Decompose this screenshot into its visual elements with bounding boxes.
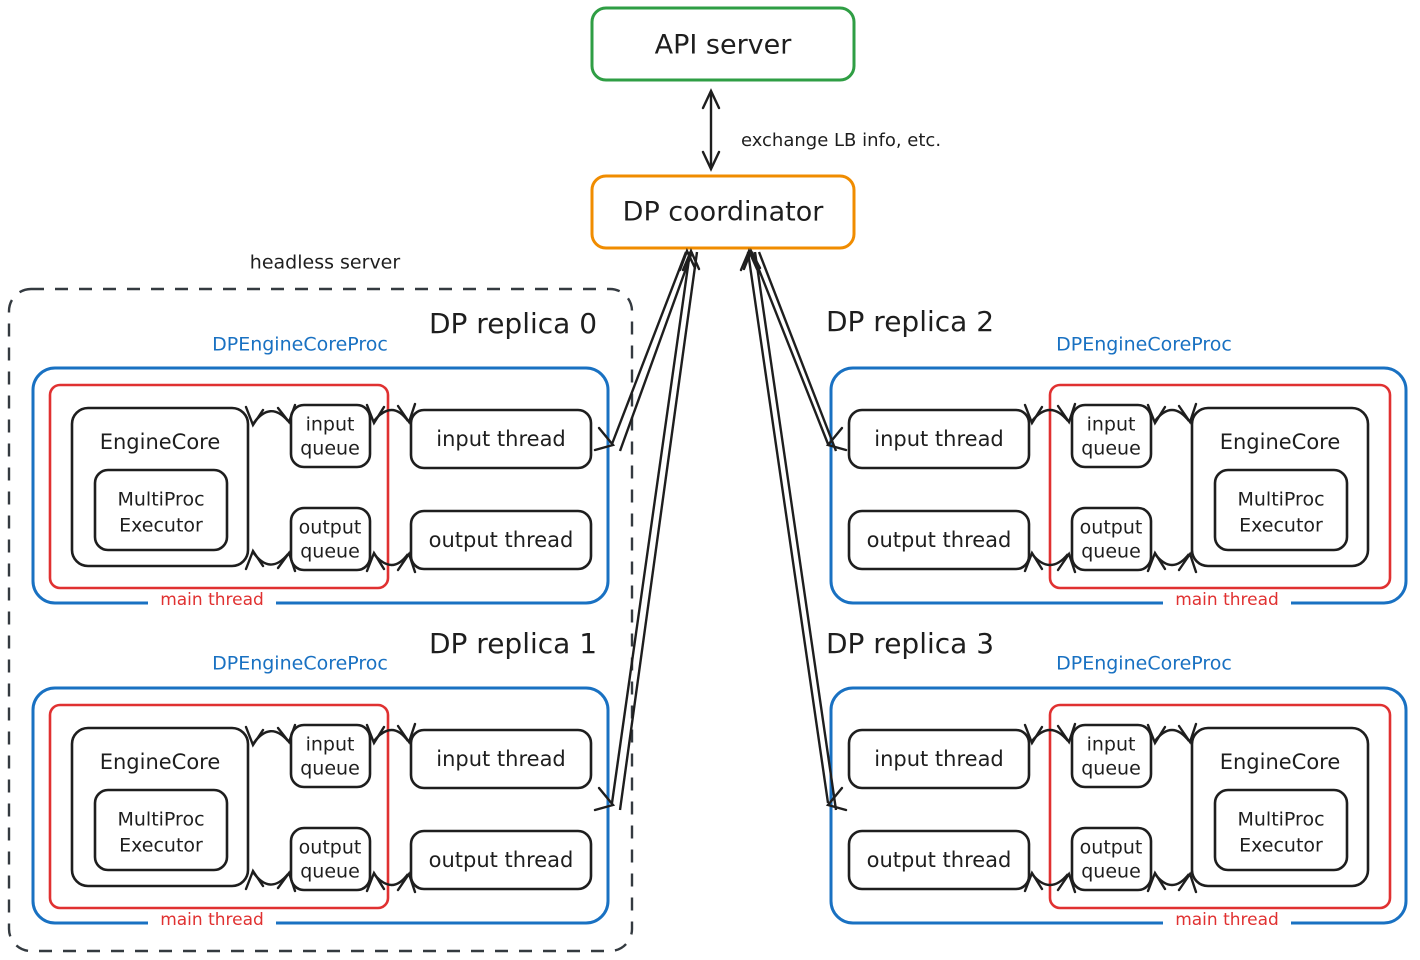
dp-replica-3-multiproc-executor-box[interactable] bbox=[1213, 788, 1349, 872]
dp-replica-2-main-thread-label: main thread bbox=[1175, 590, 1279, 610]
dp-replica-0-multiproc-executor-box[interactable] bbox=[93, 468, 229, 552]
dp-replica-0-input-queue-line2: queue bbox=[300, 438, 360, 460]
dp-replica-0-input-thread-box[interactable] bbox=[409, 408, 593, 470]
dp-replica-1-output-thread-box[interactable] bbox=[409, 829, 593, 891]
dp-replica-1-input-thread-box[interactable] bbox=[409, 728, 593, 790]
dp-replica-1-output-queue-box[interactable] bbox=[289, 826, 372, 892]
headless-server-container: headless server bbox=[7, 252, 634, 953]
dp-replica-1-output-queue-line1: output bbox=[299, 837, 362, 859]
dp-replica-2-output-queue-box[interactable] bbox=[1070, 506, 1153, 572]
api-server-label: API server bbox=[655, 30, 793, 61]
dp-replica-1-multiproc-executor-line1: MultiProc bbox=[117, 809, 204, 831]
dp-replica-2-output-queue-line1: output bbox=[1080, 517, 1143, 539]
dp-replica-3-output-queue-line1: output bbox=[1080, 837, 1143, 859]
dp-replica-3-main-thread-box bbox=[1048, 703, 1392, 910]
api-coordinator-link: exchange LB info, etc. bbox=[701, 88, 941, 172]
dp-replica-2-output-thread-box[interactable] bbox=[847, 509, 1031, 571]
dp-replica-2-output-thread-label: output thread bbox=[867, 528, 1012, 552]
dp-replica-3-multiproc-executor-line2: Executor bbox=[1239, 835, 1323, 857]
dp-replica-1-main-thread-label-bg bbox=[148, 910, 276, 930]
dp-replica-0-multiproc-executor-line2: Executor bbox=[119, 515, 203, 537]
dp-replica-2-input-queue-box[interactable] bbox=[1070, 403, 1153, 469]
dp-replica-3-input-queue-line1: input bbox=[1087, 734, 1136, 756]
dp-replica-3-main-thread-label: main thread bbox=[1175, 910, 1279, 930]
dp-replica-2-multiproc-executor-line2: Executor bbox=[1239, 515, 1323, 537]
dp-replica-2-output-queue-line2: queue bbox=[1081, 541, 1141, 563]
dp-replica-0-proc-label: DPEngineCoreProc bbox=[212, 334, 388, 356]
dp-coordinator-label: DP coordinator bbox=[623, 197, 825, 228]
dp-replica-2-input-thread-box[interactable] bbox=[847, 408, 1031, 470]
dp-replica-0-input-thread-label: input thread bbox=[436, 427, 566, 451]
dp-replica-3-arrows bbox=[1023, 722, 1198, 894]
dp-replica-2-proc-box bbox=[829, 366, 1408, 605]
coordinator-replica-links bbox=[593, 247, 848, 812]
dp-replica-3-proc-label: DPEngineCoreProc bbox=[1056, 653, 1232, 675]
dp-replica-1-input-queue-line2: queue bbox=[300, 758, 360, 780]
headless-server-label: headless server bbox=[250, 252, 401, 274]
dp-replica-0-main-thread-label: main thread bbox=[160, 590, 264, 610]
dp-replica-0-proc-box bbox=[31, 366, 610, 605]
dp-replica-3-engine-core-label: EngineCore bbox=[1220, 750, 1341, 774]
dp-replica-3-output-thread-label: output thread bbox=[867, 848, 1012, 872]
dp-replica-2-title: DP replica 2 bbox=[826, 305, 994, 338]
dp-replica-1-output-thread-label: output thread bbox=[429, 848, 574, 872]
api-server-node[interactable]: API server bbox=[590, 6, 856, 82]
dp-replica-1-multiproc-executor-box[interactable] bbox=[93, 788, 229, 872]
dp-replica-1[interactable]: DP replica 1 DPEngineCoreProc main threa… bbox=[31, 627, 610, 930]
dp-replica-0-multiproc-executor-line1: MultiProc bbox=[117, 489, 204, 511]
dp-replica-1-output-queue-line2: queue bbox=[300, 861, 360, 883]
dp-replica-2-input-queue-line1: input bbox=[1087, 414, 1136, 436]
dp-replica-0-main-thread-label-bg bbox=[148, 590, 276, 610]
link-note-label: exchange LB info, etc. bbox=[741, 130, 941, 151]
dp-replica-3-title: DP replica 3 bbox=[826, 627, 994, 660]
dp-replica-1-multiproc-executor-line2: Executor bbox=[119, 835, 203, 857]
dp-replica-1-title: DP replica 1 bbox=[429, 627, 597, 660]
headless-server-box bbox=[7, 287, 634, 953]
dp-replica-0-input-queue-box[interactable] bbox=[289, 403, 372, 469]
dp-replica-0[interactable]: DP replica 0 DPEngineCoreProc main threa… bbox=[31, 307, 610, 610]
dp-replica-2-proc-label: DPEngineCoreProc bbox=[1056, 334, 1232, 356]
dp-replica-3-output-queue-line2: queue bbox=[1081, 861, 1141, 883]
dp-replica-2-main-thread-box bbox=[1048, 383, 1392, 590]
dp-replica-0-input-queue-line1: input bbox=[306, 414, 355, 436]
dp-replica-0-title: DP replica 0 bbox=[429, 307, 597, 340]
dp-replica-1-input-queue-box[interactable] bbox=[289, 723, 372, 789]
dp-replica-1-main-thread-box bbox=[48, 703, 390, 910]
dp-replica-2-arrows bbox=[1023, 402, 1198, 574]
dp-replica-3-output-thread-box[interactable] bbox=[847, 829, 1031, 891]
dp-replica-2[interactable]: DP replica 2 DPEngineCoreProc main threa… bbox=[826, 305, 1408, 610]
dp-replica-3-input-thread-box[interactable] bbox=[847, 728, 1031, 790]
dp-replica-2-main-thread-label-bg bbox=[1163, 590, 1291, 610]
dp-replica-2-input-thread-label: input thread bbox=[874, 427, 1004, 451]
dp-replica-1-engine-core-label: EngineCore bbox=[100, 750, 221, 774]
dp-coordinator-box bbox=[590, 174, 856, 250]
dp-replica-2-multiproc-executor-line1: MultiProc bbox=[1237, 489, 1324, 511]
dp-replica-0-main-thread-box bbox=[48, 383, 390, 590]
dp-coordinator-node[interactable]: DP coordinator bbox=[590, 174, 856, 250]
dp-replica-0-output-thread-box[interactable] bbox=[409, 509, 593, 571]
dp-replica-0-output-queue-box[interactable] bbox=[289, 506, 372, 572]
dp-replica-0-output-queue-line1: output bbox=[299, 517, 362, 539]
dp-replica-3-input-thread-label: input thread bbox=[874, 747, 1004, 771]
dp-replica-1-proc-label: DPEngineCoreProc bbox=[212, 653, 388, 675]
dp-replica-3-input-queue-line2: queue bbox=[1081, 758, 1141, 780]
dp-replica-1-input-queue-line1: input bbox=[306, 734, 355, 756]
dp-replica-3[interactable]: DP replica 3 DPEngineCoreProc main threa… bbox=[826, 627, 1408, 930]
dp-replica-2-multiproc-executor-box[interactable] bbox=[1213, 468, 1349, 552]
dp-replica-2-engine-core-label: EngineCore bbox=[1220, 430, 1341, 454]
dp-replica-0-arrows bbox=[244, 402, 417, 574]
dp-replica-1-arrows bbox=[244, 722, 417, 894]
dp-replica-3-main-thread-label-bg bbox=[1163, 910, 1291, 930]
dp-replica-0-output-thread-label: output thread bbox=[429, 528, 574, 552]
api-server-box bbox=[590, 6, 856, 82]
dp-replica-2-input-queue-line2: queue bbox=[1081, 438, 1141, 460]
dp-replica-3-input-queue-box[interactable] bbox=[1070, 723, 1153, 789]
dp-replica-3-output-queue-box[interactable] bbox=[1070, 826, 1153, 892]
dp-replica-0-engine-core-label: EngineCore bbox=[100, 430, 221, 454]
dp-replica-1-main-thread-label: main thread bbox=[160, 910, 264, 930]
dp-replica-0-output-queue-line2: queue bbox=[300, 541, 360, 563]
dp-replica-3-multiproc-executor-line1: MultiProc bbox=[1237, 809, 1324, 831]
dp-replica-1-input-thread-label: input thread bbox=[436, 747, 566, 771]
